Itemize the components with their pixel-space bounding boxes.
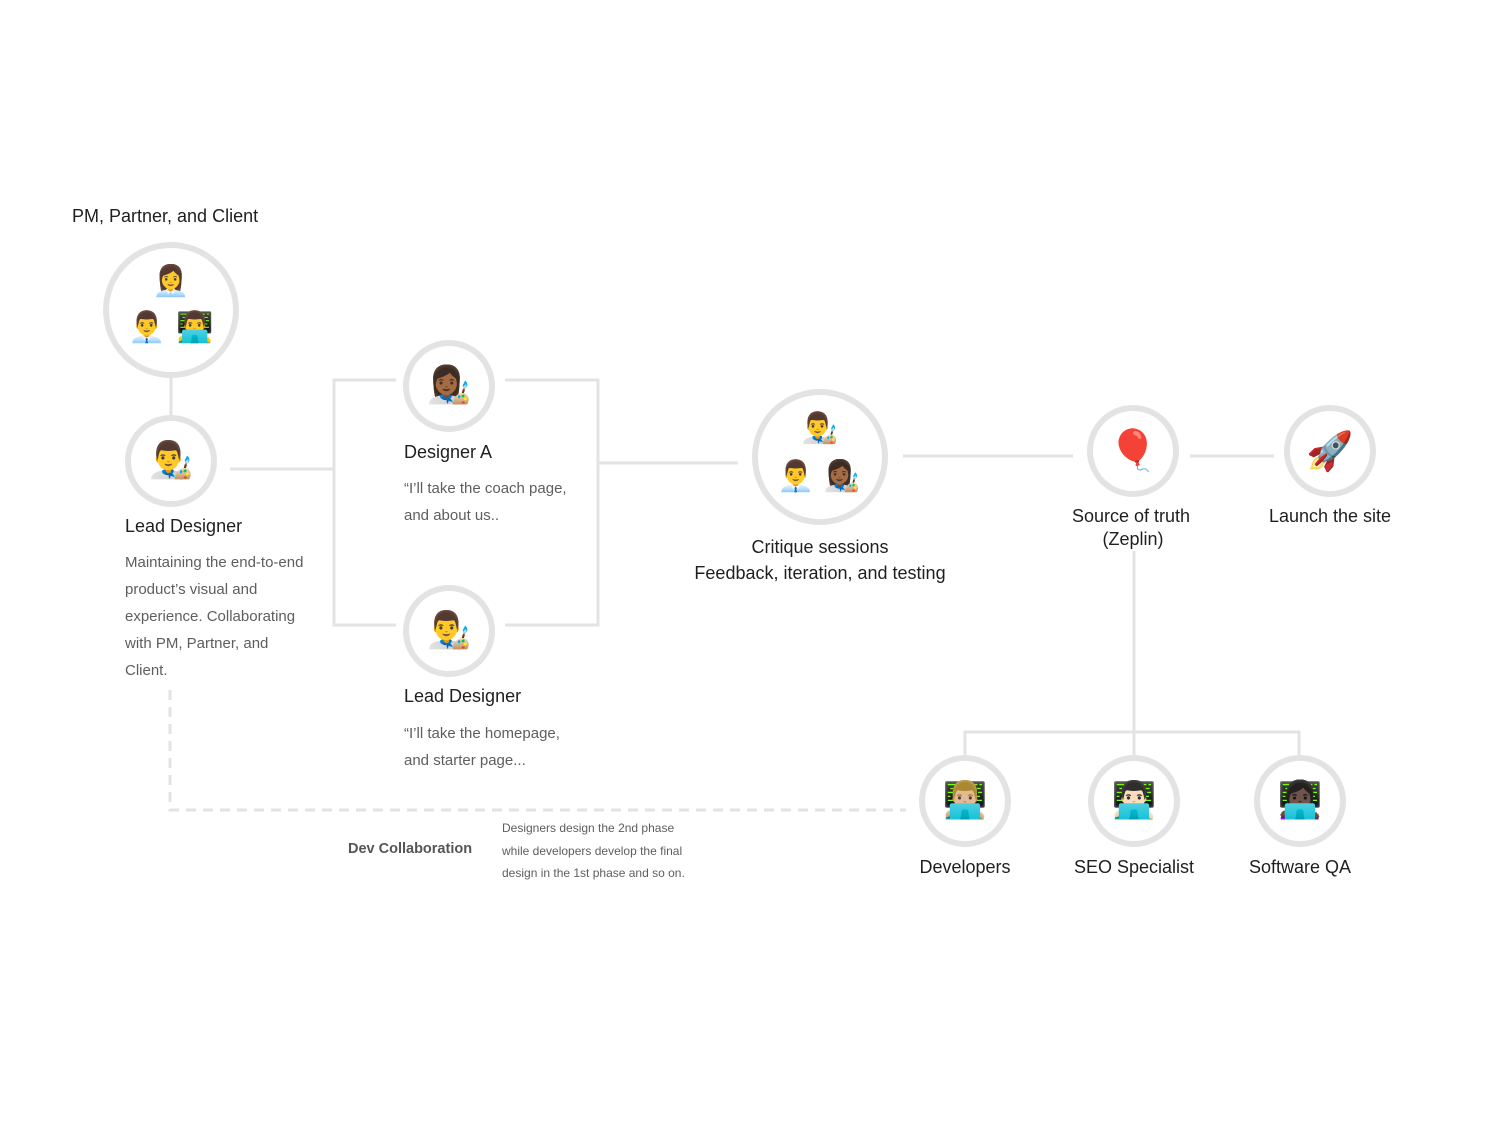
connector-branch-left [332, 378, 396, 627]
dev-collaboration-note-line: design in the 1st phase and so on. [502, 866, 685, 880]
critique-subtitle: Feedback, iteration, and testing [694, 563, 946, 583]
pm-group-node: 👩‍💼 👨‍💼 👨‍💻 [103, 242, 239, 378]
artist-icon: 👩🏾‍🎨 [426, 365, 472, 406]
critique-node: 👨‍🎨 👨‍💼 👩🏾‍🎨 [752, 389, 888, 525]
rocket-icon: 🚀 [1306, 429, 1354, 473]
lead-designer-node: 👨‍🎨 [125, 415, 217, 507]
dev-collaboration-note-line: while developers develop the final [502, 843, 683, 858]
dev-collaboration-label: Dev Collaboration [348, 841, 473, 857]
source-of-truth-node: 🎈 [1087, 405, 1179, 497]
seo-title: SEO Specialist [1073, 857, 1195, 877]
dev-collaboration-dashed-line [168, 690, 906, 812]
dev-collaboration-note-line: Designers design the 2nd phase [502, 821, 675, 835]
source-of-truth-title: Source of truth [1071, 506, 1191, 526]
technologist-icon: 👨🏼‍💻 [942, 780, 988, 821]
woman-office-worker-icon: 👩‍💼 [152, 264, 190, 299]
launch-node: 🚀 [1284, 405, 1376, 497]
technologist-icon: 👨‍💻 [176, 310, 214, 345]
connector-branch-right [505, 378, 600, 627]
lead-designer-description: Maintaining the end-to-end product’s vis… [125, 554, 304, 679]
airship-icon: 🎈 [1108, 428, 1158, 474]
designer-a-title: Designer A [404, 442, 493, 462]
technologist-icon: 👨🏻‍💻 [1111, 780, 1157, 821]
lead-designer-title: Lead Designer [125, 516, 243, 536]
developers-node: 👨🏼‍💻 [919, 755, 1011, 847]
qa-node: 👩🏿‍💻 [1254, 755, 1346, 847]
developers-title: Developers [919, 857, 1011, 877]
artist-icon: 👨‍🎨 [426, 610, 472, 651]
pm-group-title: PM, Partner, and Client [72, 206, 259, 226]
lead-designer-2-title: Lead Designer [404, 686, 522, 706]
source-of-truth-subtitle: (Zeplin) [1102, 529, 1164, 549]
designer-a-node: 👩🏾‍🎨 [403, 340, 495, 432]
artist-icon: 👨‍🎨 [148, 440, 194, 481]
technologist-icon: 👩🏿‍💻 [1277, 780, 1323, 821]
lead-designer-2-node: 👨‍🎨 [403, 585, 495, 677]
launch-title: Launch the site [1268, 506, 1392, 526]
designer-a-quote: “I’ll take the coach page, and about us.… [404, 480, 567, 524]
dev-collaboration-note: Designers design the 2nd phase while dev… [502, 817, 722, 885]
man-office-worker-icon: 👨‍💼 [128, 310, 166, 345]
qa-title: Software QA [1248, 857, 1352, 877]
artist-icon: 👩🏾‍🎨 [823, 459, 861, 494]
connector-team-bar [963, 730, 1301, 755]
lead-designer-2-quote: “I’ll take the homepage, and starter pag… [404, 725, 560, 769]
artist-icon: 👨‍🎨 [801, 411, 839, 446]
critique-title: Critique sessions [751, 537, 889, 557]
man-office-worker-icon: 👨‍💼 [777, 459, 815, 494]
seo-node: 👨🏻‍💻 [1088, 755, 1180, 847]
